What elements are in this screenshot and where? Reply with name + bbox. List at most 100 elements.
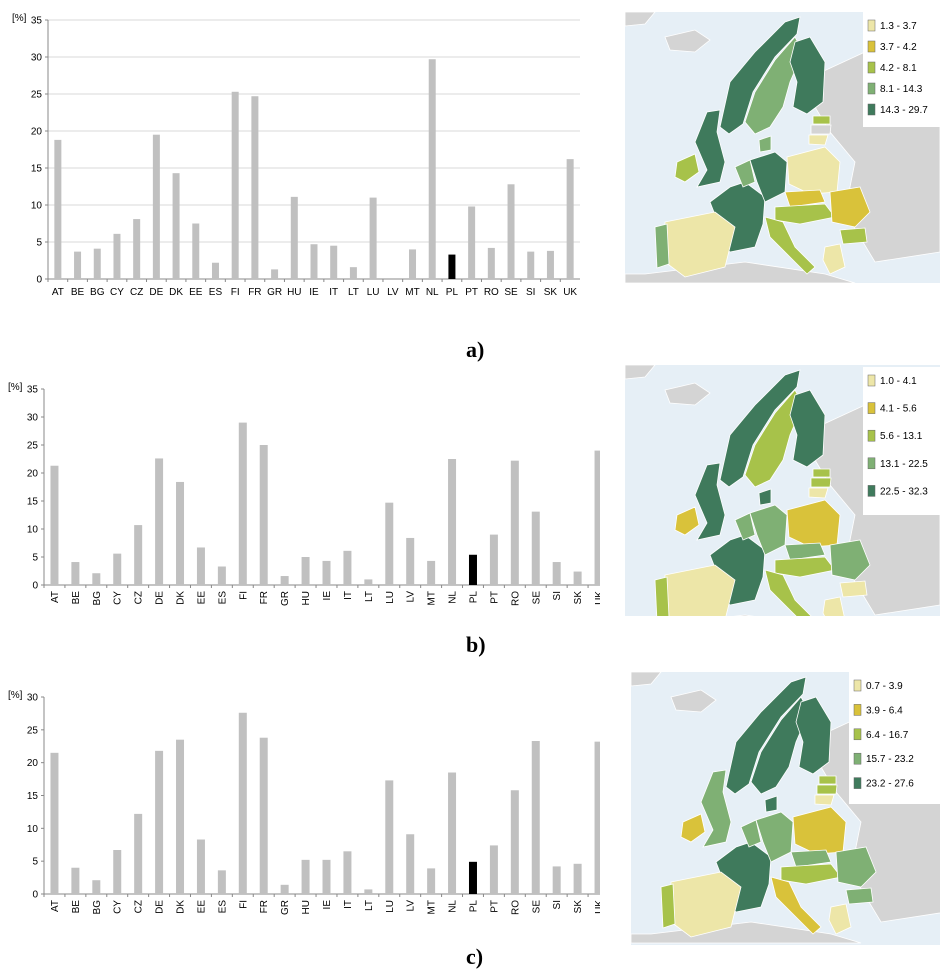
legend-label: 4.2 - 8.1 (880, 63, 917, 74)
y-tick-label: 35 (31, 16, 43, 27)
bar-be (74, 251, 82, 279)
y-tick-label: 5 (36, 238, 42, 249)
legend-swatch (867, 457, 876, 470)
bar-lu (369, 197, 377, 279)
x-tick-label: HU (287, 287, 301, 298)
map-region-norway (725, 676, 807, 795)
bar-gr (280, 884, 289, 894)
x-tick-label: AT (52, 287, 64, 298)
legend-label: 14.3 - 29.7 (880, 105, 928, 116)
x-tick-label: PL (446, 287, 459, 298)
legend-swatch (853, 752, 862, 765)
map-region-benelux (740, 819, 762, 848)
bar-mt (427, 560, 436, 585)
x-tick-label: FR (259, 900, 270, 913)
legend-swatch (867, 485, 876, 497)
x-tick-label: EE (189, 287, 203, 298)
y-tick-label: 30 (27, 413, 39, 424)
x-tick-label: AT (50, 900, 61, 912)
bar-ie (310, 244, 318, 279)
legend-label: 22.5 - 32.3 (880, 486, 928, 497)
map-region-land-africa (733, 614, 755, 616)
bar-hu (301, 557, 310, 585)
bar-se (531, 511, 540, 585)
x-tick-label: UK (563, 287, 577, 298)
x-tick-label: RO (484, 287, 499, 298)
legend-swatch (867, 40, 876, 53)
bar-ee (196, 547, 205, 585)
legend-label: 13.1 - 22.5 (880, 459, 928, 470)
map-region-ireland (680, 813, 706, 843)
bar-be (71, 867, 80, 894)
bar-uk (566, 159, 574, 279)
x-tick-label: LT (364, 900, 375, 911)
bar-cz (134, 525, 143, 585)
bar-de (152, 134, 160, 279)
legend-label: 3.9 - 6.4 (866, 705, 903, 716)
map-region-italy (764, 569, 812, 616)
map-region-latvia (816, 784, 838, 795)
y-axis-label: [%] (8, 690, 23, 701)
bar-lv (406, 834, 415, 894)
map-region-lithuania (808, 134, 829, 146)
x-tick-label: FI (238, 591, 249, 600)
x-tick-label: LV (406, 900, 417, 912)
map-region-bulgaria (839, 580, 868, 598)
map-region-finland (789, 389, 826, 468)
bar-ro (510, 790, 519, 894)
bar-pt (489, 534, 498, 585)
x-tick-label: ES (217, 900, 228, 914)
x-tick-label: LV (406, 591, 417, 603)
y-tick-label: 25 (27, 725, 39, 736)
bar-uk (594, 741, 600, 894)
bar-it (343, 851, 352, 894)
x-tick-label: BE (71, 591, 82, 605)
europe-map-c: 0.7 - 3.93.9 - 6.46.4 - 16.715.7 - 23.22… (631, 672, 940, 945)
map-region-italy (770, 876, 822, 935)
map-region-portugal (660, 883, 676, 929)
bar-gr (271, 269, 279, 279)
map-region-romania (835, 846, 877, 888)
europe-map-b: 1.0 - 4.14.1 - 5.65.6 - 13.113.1 - 22.52… (625, 365, 940, 616)
x-tick-label: FI (231, 287, 240, 298)
x-tick-label: ES (209, 287, 223, 298)
x-tick-label: GR (280, 591, 291, 606)
legend-swatch (867, 103, 876, 116)
legend-swatch (867, 61, 876, 74)
map-region-norway (719, 16, 801, 135)
panel-label-b: b) (466, 632, 486, 657)
x-tick-label: ES (217, 591, 228, 605)
bar-lt (349, 267, 357, 279)
bar-cy (113, 850, 122, 894)
map-region-portugal (654, 223, 670, 269)
map-region-norway (719, 369, 801, 488)
map-region-austria-hungary (774, 556, 836, 578)
map-region-spain (670, 871, 742, 938)
bar-mt (409, 249, 417, 279)
x-tick-label: LU (367, 287, 380, 298)
bar-fr (259, 737, 268, 894)
bar-pt (468, 206, 476, 279)
y-tick-label: 10 (27, 525, 39, 536)
legend-swatch (867, 402, 876, 414)
bar-lu (385, 502, 394, 585)
legend-label: 4.1 - 5.6 (880, 404, 917, 415)
x-tick-label: DE (155, 591, 166, 605)
x-tick-label: SI (526, 287, 535, 298)
bar-es (217, 566, 226, 585)
x-tick-label: DK (169, 287, 183, 298)
legend-label: 5.6 - 13.1 (880, 431, 923, 442)
x-tick-label: RO (510, 591, 521, 606)
map-region-italy (764, 216, 816, 275)
bar-es (217, 870, 226, 894)
map-region-czech-slovakia (784, 542, 826, 561)
bar-at (50, 752, 59, 894)
bar-fr (251, 96, 259, 279)
x-tick-label: UK (594, 591, 600, 605)
x-tick-label: IE (322, 900, 333, 910)
map-region-bulgaria (839, 227, 868, 245)
map-region-land-africa (631, 921, 862, 944)
